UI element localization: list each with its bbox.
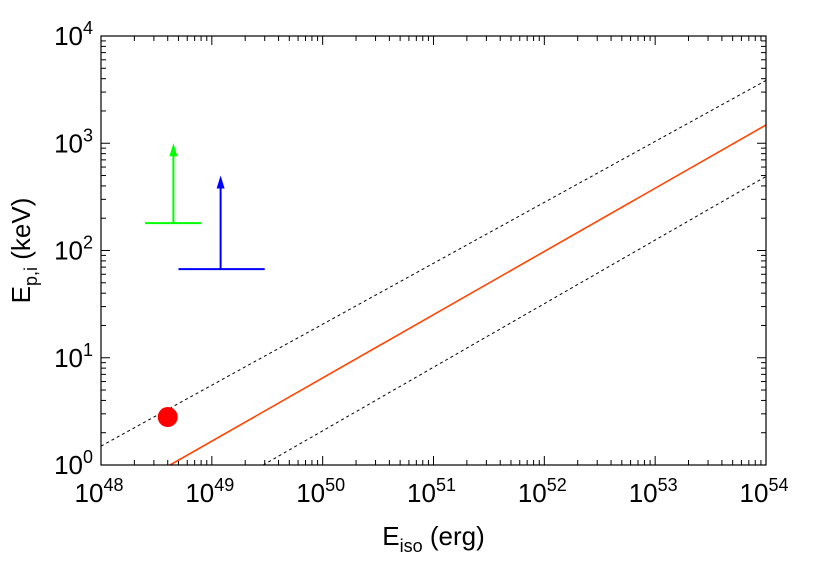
dispersion-line-2 — [262, 176, 766, 465]
x-tick-label: 1052 — [518, 475, 567, 508]
y-tick-label: 100 — [54, 447, 93, 480]
y-tick-label: 101 — [54, 340, 93, 373]
limit-arrow-head-1 — [216, 175, 225, 189]
y-tick-label: 102 — [54, 233, 93, 266]
limit-arrow-head-0 — [169, 143, 178, 157]
x-tick-label: 1054 — [740, 475, 789, 508]
x-axis-label: Eiso (erg) — [382, 521, 484, 556]
data-point-0 — [157, 407, 178, 428]
x-tick-label: 1051 — [407, 475, 456, 508]
dispersion-line-1 — [101, 80, 766, 447]
x-tick-label: 1053 — [629, 475, 678, 508]
y-tick-label: 103 — [54, 125, 93, 158]
y-tick-label: 104 — [54, 18, 93, 51]
x-tick-label: 1050 — [296, 475, 345, 508]
x-tick-label: 1048 — [75, 475, 124, 508]
y-axis-label: Ep,i (keV) — [6, 198, 41, 304]
relation-line — [169, 124, 766, 465]
plot-frame — [100, 35, 767, 466]
x-tick-label: 1049 — [185, 475, 234, 508]
